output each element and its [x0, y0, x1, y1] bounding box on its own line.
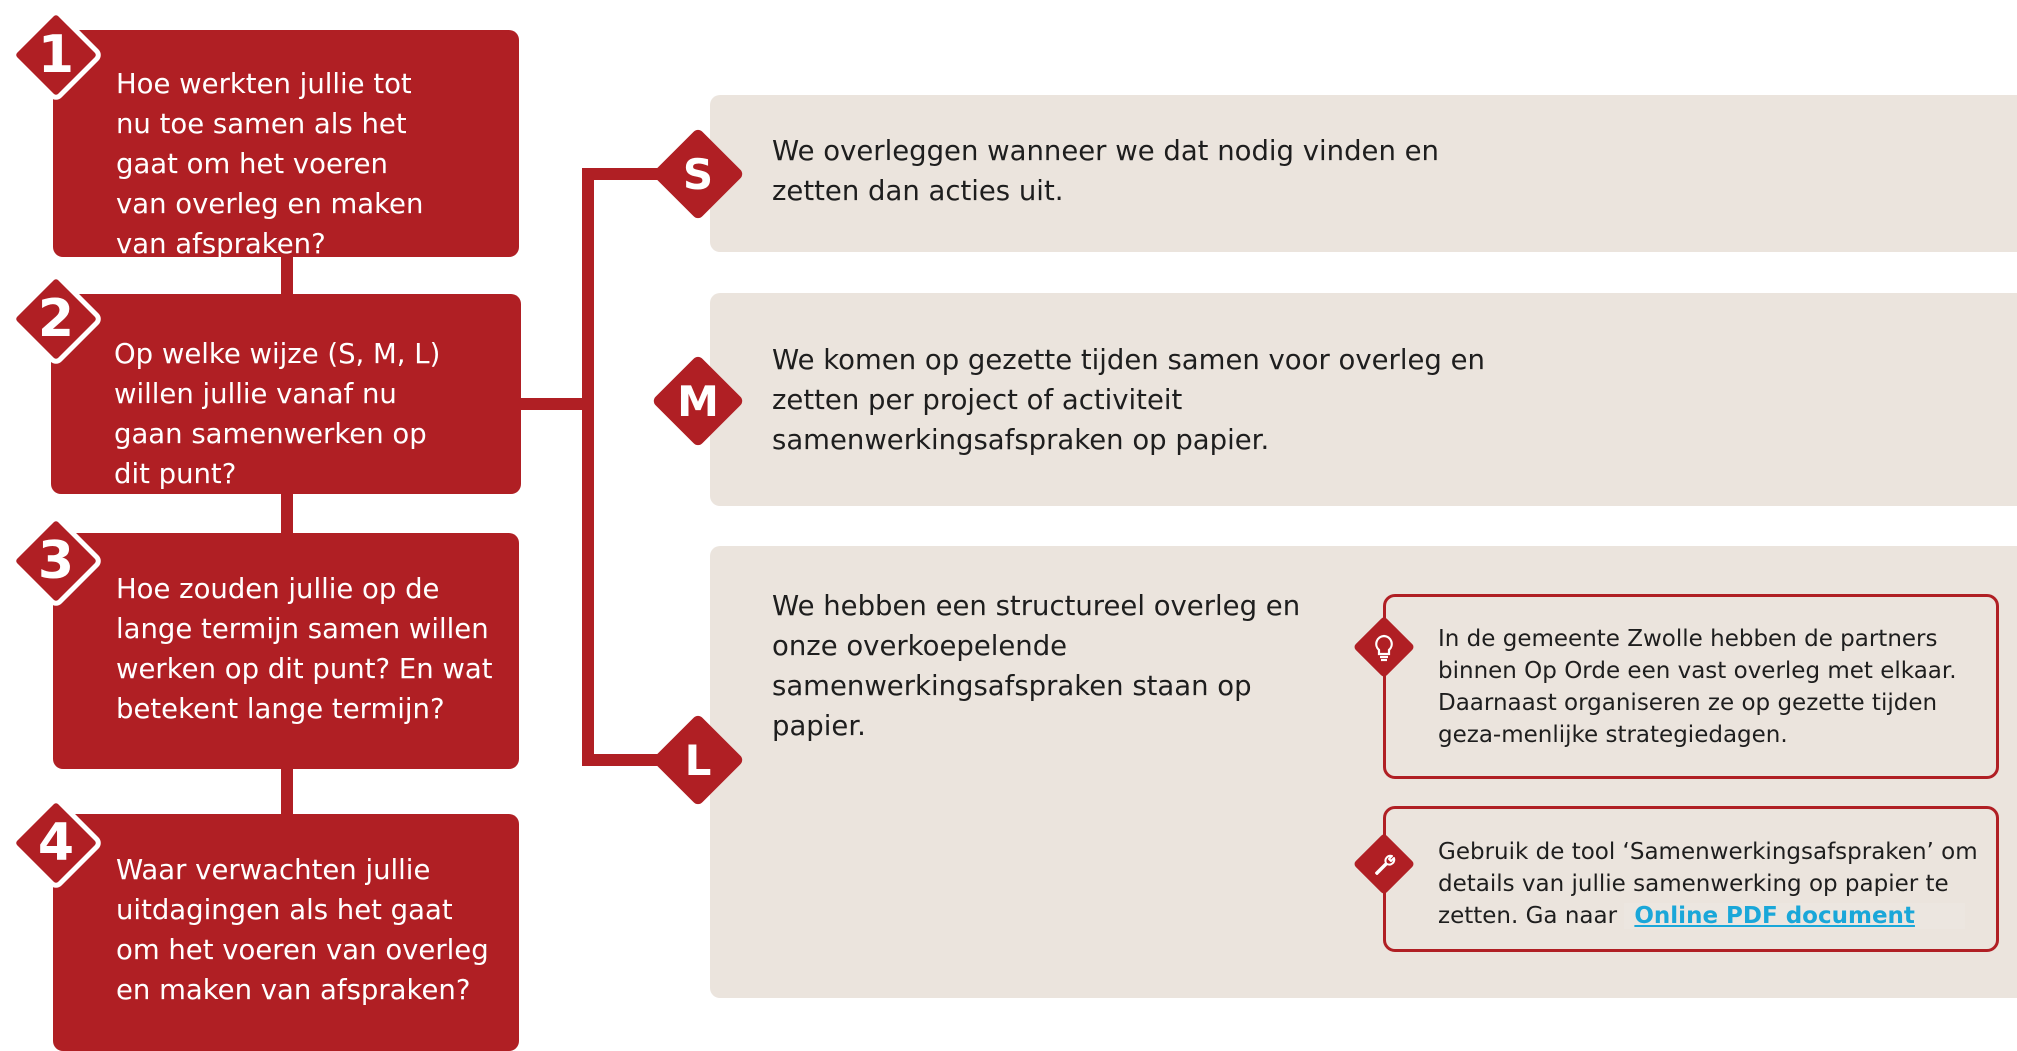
question-number-4: 4: [37, 813, 75, 873]
question-box-1: Hoe werkten jullie tot nu toe samen als …: [53, 30, 519, 260]
tip-box: In de gemeente Zwolle hebben de partners…: [1383, 594, 1999, 779]
option-connector-s: [582, 168, 672, 180]
online-pdf-link[interactable]: Online PDF document: [1624, 903, 1965, 929]
tool-text-block: Gebruik de tool ‘Samenwerkingsafspraken’…: [1438, 836, 1978, 932]
wrench-icon: [1362, 842, 1406, 886]
option-letter-s: S: [682, 149, 714, 199]
question-text-2: Op welke wijze (S, M, L) willen jullie v…: [114, 338, 441, 490]
option-text-l: We hebben een structureel overleg en onz…: [772, 590, 1301, 742]
tool-box: Gebruik de tool ‘Samenwerkingsafspraken’…: [1383, 806, 1999, 952]
option-text-m: We komen op gezette tijden samen voor ov…: [772, 344, 1485, 456]
question-box-3: Hoe zouden jullie op de lange termijn sa…: [53, 533, 519, 769]
option-panel-s: [710, 95, 2017, 252]
lightbulb-icon: [1362, 625, 1406, 669]
option-text-s: We overleggen wanneer we dat nodig vinde…: [772, 135, 1439, 207]
question-box-4: Waar verwachten jullie uitdagingen als h…: [53, 814, 519, 1051]
tip-text: In de gemeente Zwolle hebben de partners…: [1438, 626, 1957, 748]
option-letter-l: L: [684, 735, 712, 785]
option-connector-vertical: [582, 168, 594, 766]
question-box-2: Op welke wijze (S, M, L) willen jullie v…: [51, 294, 521, 494]
question-number-2: 2: [37, 289, 75, 349]
question-number-1: 1: [37, 25, 75, 85]
option-connector-l: [582, 754, 672, 766]
question-text-3: Hoe zouden jullie op de lange termijn sa…: [116, 573, 493, 725]
question-text-1: Hoe werkten jullie tot nu toe samen als …: [116, 68, 424, 260]
tool-text: Gebruik de tool ‘Samenwerkingsafspraken’…: [1438, 839, 1978, 929]
question-number-3: 3: [37, 531, 75, 591]
option-panel-m: [710, 293, 2017, 506]
question-text-4: Waar verwachten jullie uitdagingen als h…: [116, 854, 489, 1006]
option-letter-m: M: [677, 376, 719, 426]
